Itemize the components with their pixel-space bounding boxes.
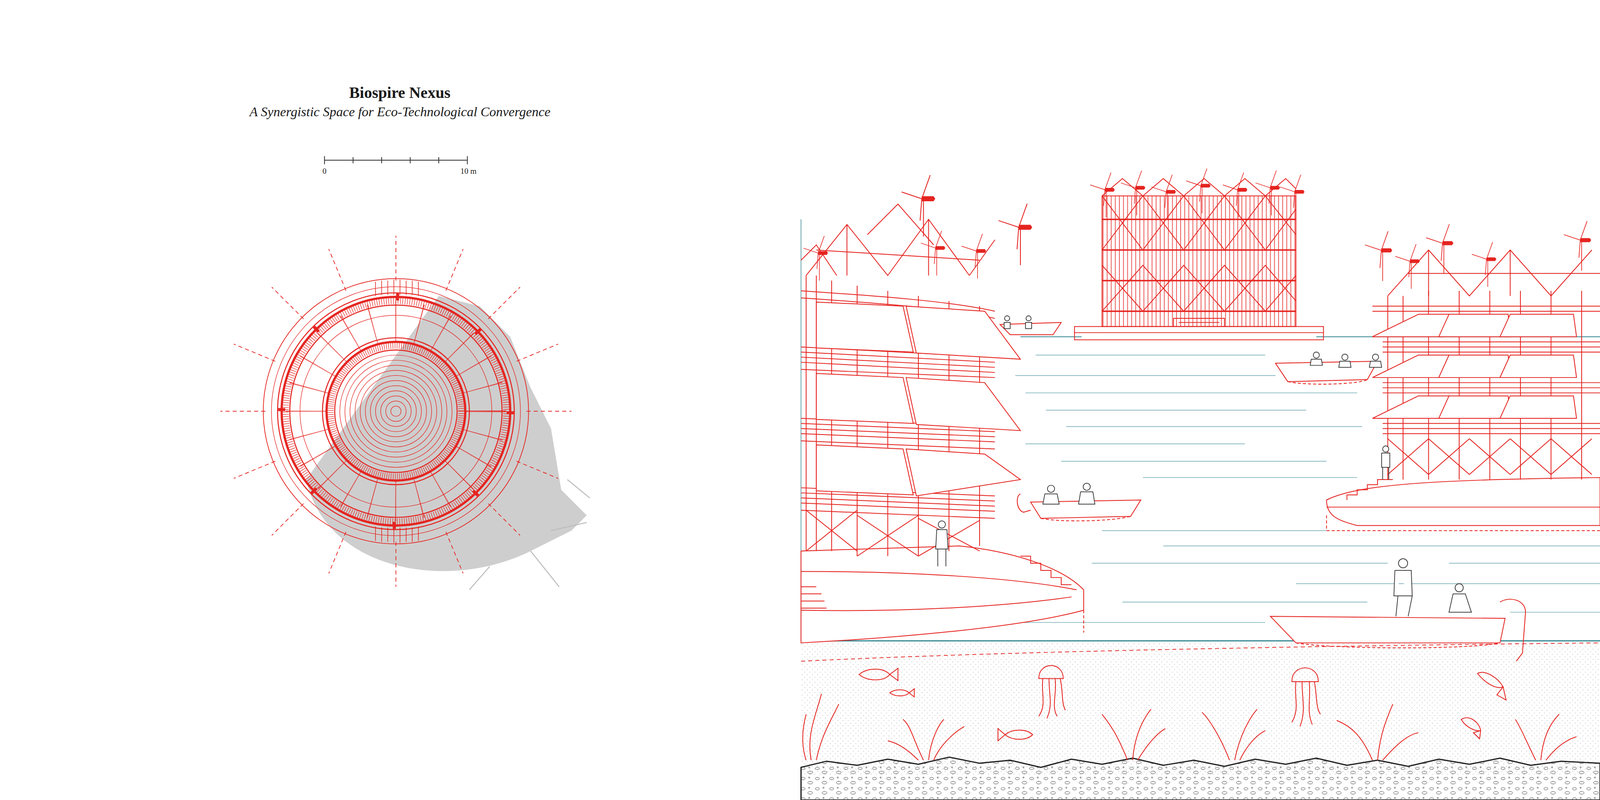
scale-label: 0 — [322, 166, 327, 176]
subtitle: A Synergistic Space for Eco-Technologica… — [249, 104, 551, 120]
title: Biospire Nexus — [349, 83, 451, 102]
scale-label: 10 m — [460, 166, 477, 176]
